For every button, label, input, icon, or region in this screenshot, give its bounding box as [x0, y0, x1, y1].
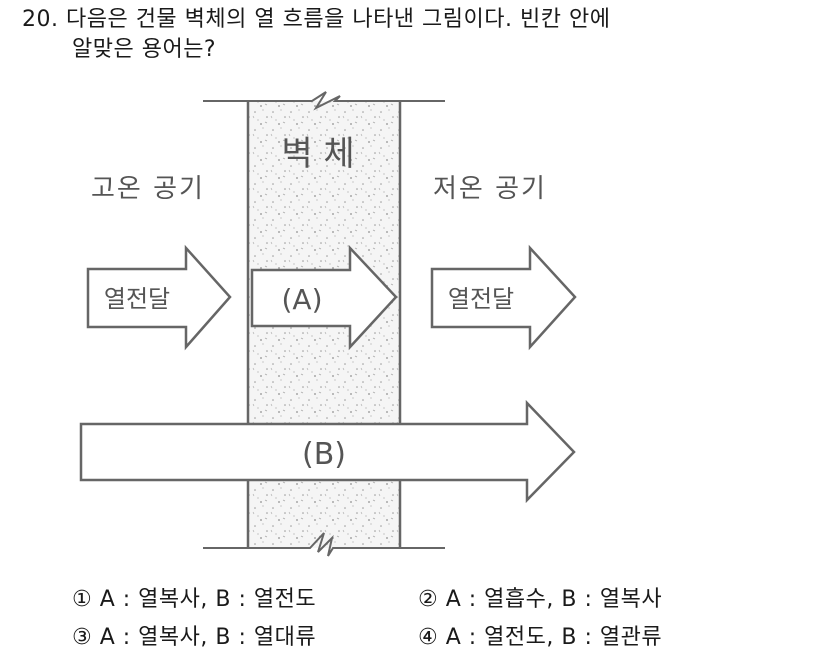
question-text-line-1: 20. 다음은 건물 벽체의 열 흐름을 나타낸 그림이다. 빈칸 안에 — [22, 7, 611, 32]
left-heat-transfer-arrow: 열전달 — [86, 244, 232, 351]
choice-3[interactable]: ③ A : 열복사, B : 열대류 — [72, 625, 317, 650]
arrow-b-label: (B) — [302, 437, 346, 472]
bottom-break-line — [203, 532, 445, 557]
high-temp-air-label: 고온 공기 — [91, 174, 205, 204]
arrow-b: (B) — [79, 399, 576, 504]
choice-1[interactable]: ① A : 열복사, B : 열전도 — [72, 587, 317, 612]
choice-4[interactable]: ④ A : 열전도, B : 열관류 — [418, 625, 663, 650]
right-arrow-label: 열전달 — [448, 285, 514, 313]
arrow-a-label: (A) — [281, 283, 322, 316]
right-heat-transfer-arrow: 열전달 — [430, 244, 577, 351]
low-temp-air-label: 저온 공기 — [433, 174, 547, 204]
arrow-a: (A) — [250, 244, 398, 351]
wall-label: 벽 체 — [281, 134, 354, 174]
left-arrow-label: 열전달 — [104, 285, 170, 313]
question-text-line-2: 알맞은 용어는? — [72, 37, 217, 62]
top-break-line — [203, 91, 445, 111]
wall-heat-flow-diagram: 벽 체 고온 공기 저온 공기 열전달 (A) 열전달 (B) — [79, 91, 577, 557]
choice-2[interactable]: ② A : 열흡수, B : 열복사 — [418, 587, 663, 612]
